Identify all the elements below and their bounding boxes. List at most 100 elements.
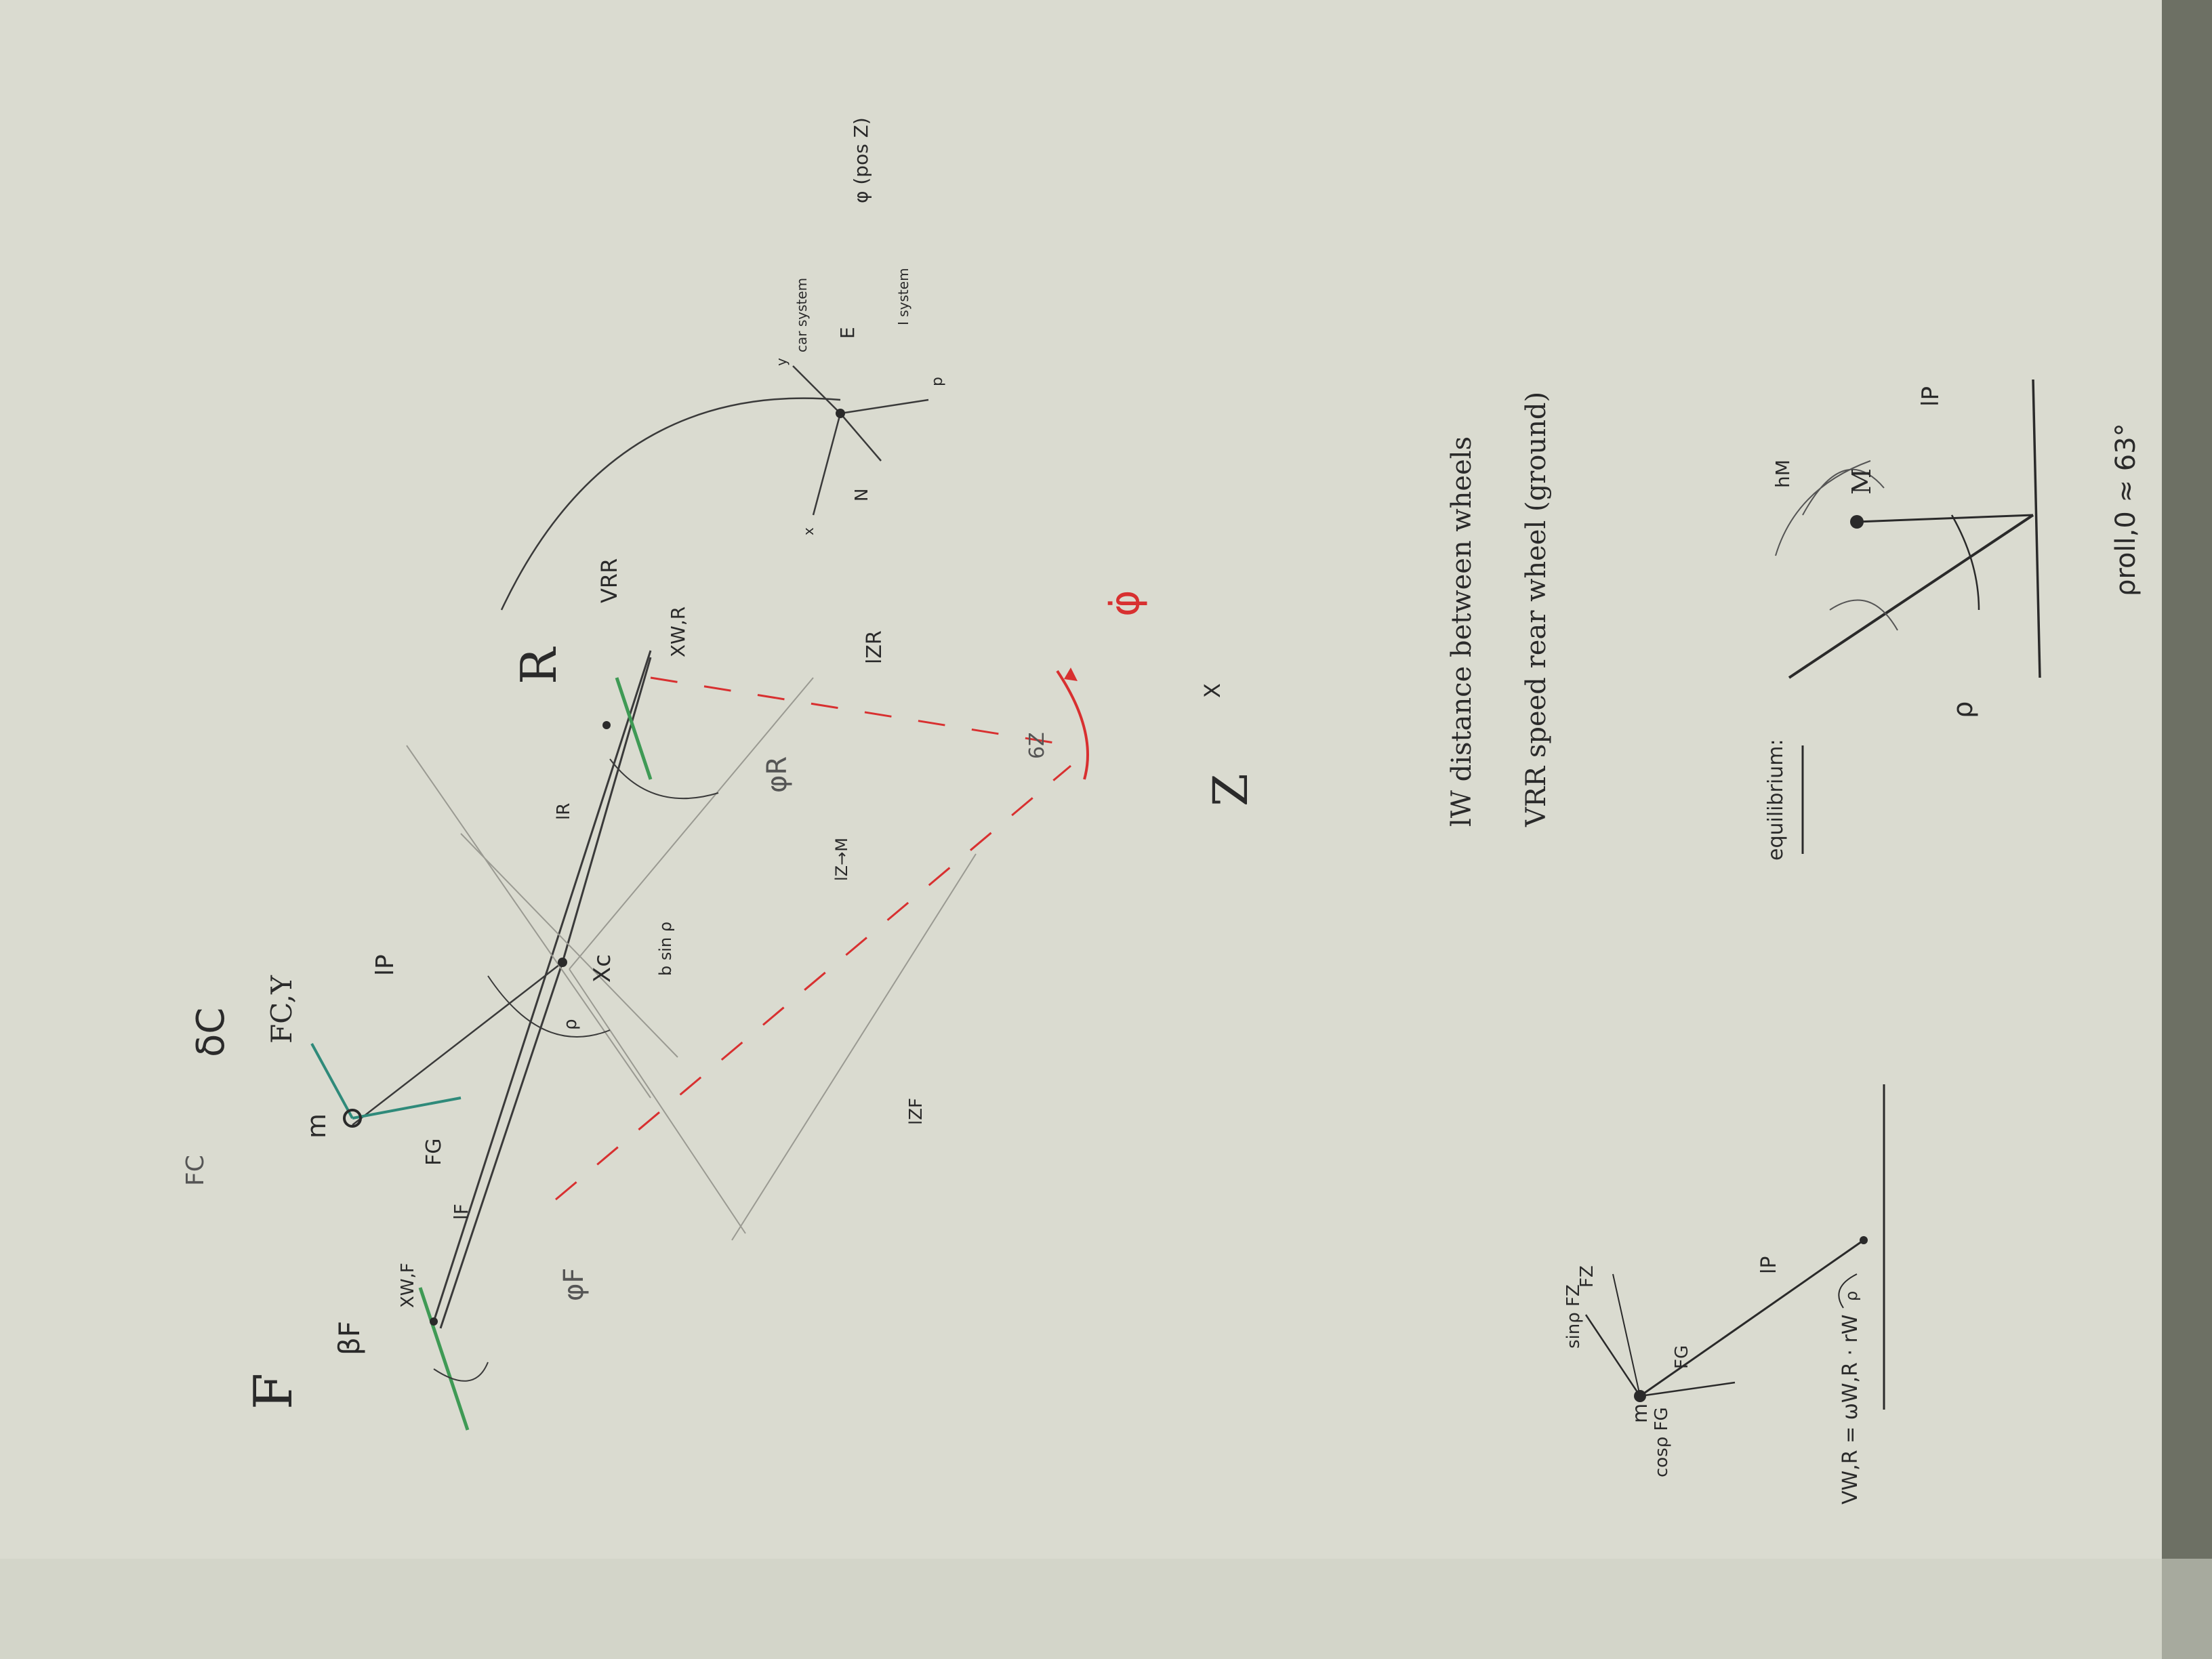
equilibrium-scribbles <box>1775 460 1898 631</box>
lzf-label: lZF <box>906 1098 926 1125</box>
cos-fg-label: cosρ FG <box>1652 1407 1672 1477</box>
fc-label: FC <box>182 1155 209 1186</box>
force-sketch: sinρ FZ cosρ FG FZ FG m lP ρ <box>1563 1084 1885 1477</box>
x-mark-label: X <box>1200 683 1225 698</box>
center-point <box>558 958 567 967</box>
phi-r-label: φR <box>762 756 793 793</box>
z-angle-label: 6Z <box>1025 732 1049 759</box>
hm-label: hM <box>1771 459 1794 488</box>
equilibrium-sketch: equilibrium: hM M lP ρ ρroll,0 ≈ 63° <box>1764 379 2142 861</box>
force-fg-arrow <box>352 1097 462 1120</box>
force-m-label: m <box>1629 1404 1652 1423</box>
center-label: Xc <box>589 954 616 983</box>
rear-body-line <box>561 657 652 963</box>
rear-label: R <box>510 647 567 684</box>
front-angle-arc <box>433 1361 489 1382</box>
phi-note-label: φ (pos Z) <box>850 117 872 203</box>
p-axis-label: p <box>929 377 946 386</box>
red-dashed-lzf <box>555 764 1071 1201</box>
rear-wheel-vector <box>615 677 653 780</box>
lp-label: lP <box>371 954 399 976</box>
force-fz-line <box>1584 1314 1641 1397</box>
axis-x <box>812 413 842 516</box>
rho-angle-arc <box>487 975 611 1038</box>
equilibrium-lp-label: lP <box>1917 386 1944 407</box>
force-angle-arc <box>1838 1273 1858 1309</box>
equilibrium-angle-arc <box>1950 514 1980 611</box>
vehicle-sketch: F R Xc m lF lR lP XW,F XW,R VRR βF δC FC… <box>182 397 1089 1431</box>
phi-f-label: φF <box>558 1268 590 1301</box>
rear-wheel-point <box>602 721 611 729</box>
lzr-label: lZR <box>863 630 886 664</box>
vrr-definition: VRR speed rear wheel (ground) <box>1521 392 1552 827</box>
rho-label: ρ <box>560 1019 581 1030</box>
fcy-label: FC,Y <box>265 975 298 1044</box>
b-sin-rho-label: b sin ρ <box>656 922 675 976</box>
equilibrium-m-label: M <box>1847 468 1877 495</box>
rear-angle-arc <box>609 758 719 800</box>
force-fg-line <box>1639 1381 1736 1397</box>
fz-label: FZ <box>1577 1265 1597 1288</box>
xwf-label: XW,F <box>398 1263 418 1308</box>
force-fcy-arrow <box>310 1043 354 1119</box>
mass-label: m <box>302 1113 331 1139</box>
table-edge <box>2162 0 2212 1659</box>
axis-n <box>840 413 882 462</box>
coordinate-system: car system I system φ (pos Z) E N x y p <box>773 117 946 535</box>
fg-label: FG <box>422 1138 446 1166</box>
frame-line-front <box>432 650 652 1322</box>
equilibrium-arm <box>1856 514 2034 523</box>
equilibrium-ground <box>2032 379 2041 678</box>
n-label: N <box>852 489 872 501</box>
equilibrium-title: equilibrium: <box>1764 739 1788 861</box>
construction-line-5 <box>731 853 977 1241</box>
i-system-label: I system <box>895 268 912 325</box>
curved-pointer-arrow <box>500 397 841 611</box>
front-body-line <box>439 962 564 1329</box>
lr-label: lR <box>554 803 574 820</box>
origin-point <box>836 409 845 418</box>
paper-shadow <box>0 1559 2212 1659</box>
force-sin-line <box>1612 1273 1641 1397</box>
force-pivot-point <box>1860 1236 1868 1244</box>
y-axis-label: y <box>773 358 790 366</box>
front-label: F <box>243 1373 304 1410</box>
force-pole-line <box>1639 1239 1864 1397</box>
axis-y <box>792 365 841 414</box>
vwr-definition: VW,R = ωW,R · rW <box>1839 1314 1862 1504</box>
beta-f-label: βF <box>333 1321 366 1355</box>
phi-dot-label: φ̇ <box>1101 590 1149 617</box>
construction-line-1 <box>406 745 651 1099</box>
equilibrium-mass <box>1850 515 1864 529</box>
rho-roll-label: ρroll,0 ≈ 63° <box>2110 423 2142 596</box>
force-rho-label: ρ <box>1842 1291 1861 1301</box>
front-wheel-point <box>430 1317 438 1326</box>
definitions: lW distance between wheels VRR speed rea… <box>1446 392 1862 1504</box>
xwr-label: XW,R <box>667 607 689 657</box>
lzm-label: lZ→M <box>832 838 851 881</box>
mass-point <box>343 1109 362 1128</box>
equilibrium-pole <box>1788 514 2034 679</box>
red-dashed-lzr <box>650 676 1071 747</box>
lw-definition: lW distance between wheels <box>1446 436 1477 827</box>
lf-label: lF <box>450 1204 472 1220</box>
construction-line-2 <box>460 833 678 1058</box>
construction-line-4 <box>569 968 746 1234</box>
construction-line-3 <box>569 677 814 970</box>
car-system-label: car system <box>794 278 810 352</box>
mass-arm <box>352 962 563 1126</box>
red-arc-arrowhead <box>1064 668 1078 681</box>
x-axis-label: x <box>800 527 817 535</box>
front-wheel-vector <box>418 1287 470 1431</box>
force-fg-label: FG <box>1672 1345 1692 1369</box>
e-label: E <box>836 327 859 339</box>
red-rotation-arc <box>1056 670 1089 780</box>
force-lp-label: lP <box>1757 1256 1781 1274</box>
delta-c-label: δC <box>189 1008 233 1057</box>
rotation-center: Z φ̇ X 6Z <box>1025 590 1258 806</box>
z-label: Z <box>1203 773 1258 806</box>
axis-p <box>840 398 929 415</box>
sin-fz-label: sinρ FZ <box>1563 1284 1584 1349</box>
